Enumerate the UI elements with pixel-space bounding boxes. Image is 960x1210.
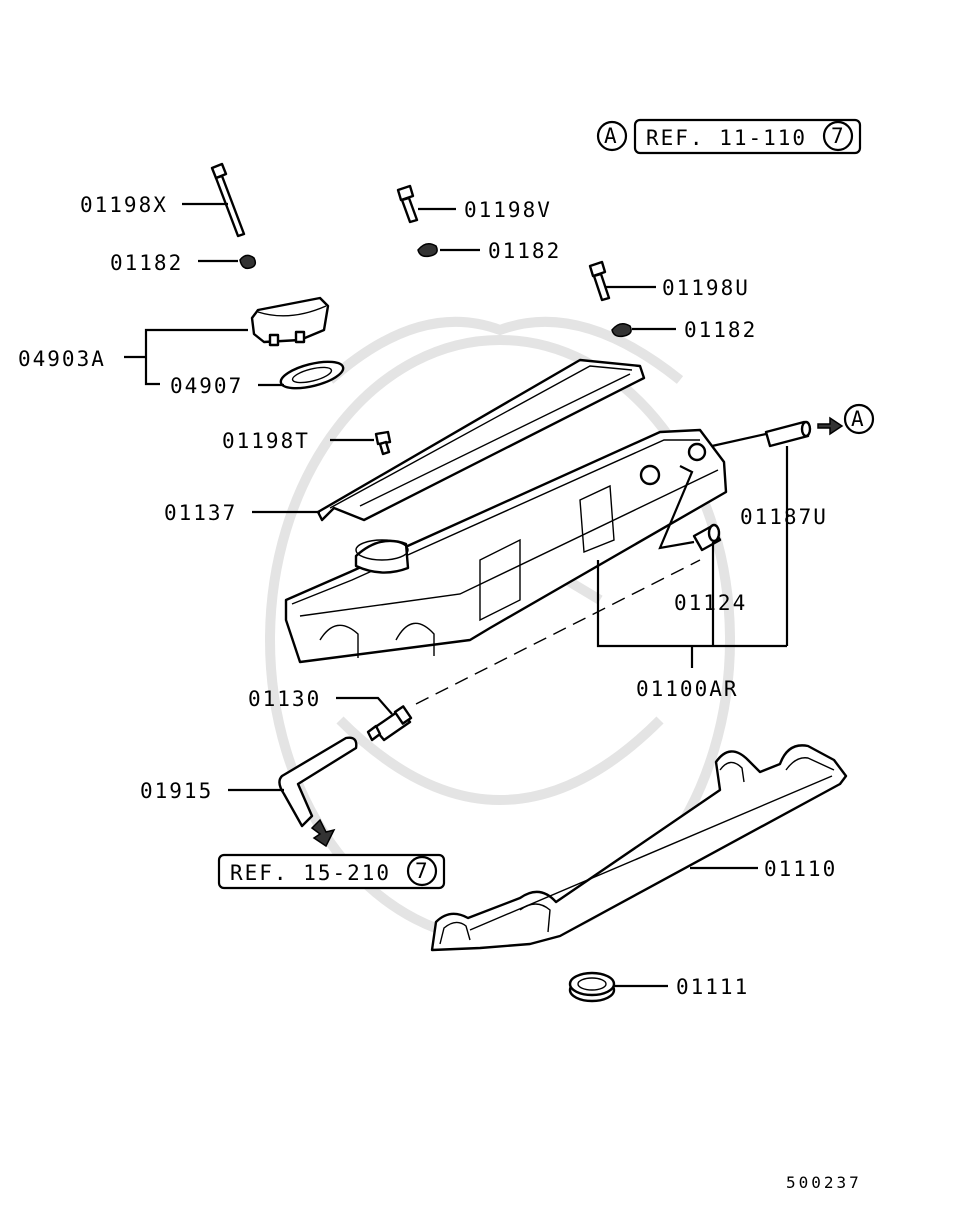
arrow-to-ref-15-210 xyxy=(310,818,336,848)
diagram-code: 500237 xyxy=(786,1173,862,1192)
spark-plug-seal-01111[interactable] xyxy=(568,971,616,1003)
callout-01198u: 01198U xyxy=(662,276,750,300)
callout-01198v: 01198V xyxy=(464,198,552,222)
callout-01111: 01111 xyxy=(676,975,749,999)
ref-marker-a-right: A xyxy=(851,407,866,431)
grommet-01124[interactable] xyxy=(692,523,722,552)
ref-11-110-circle: 7 xyxy=(831,124,846,148)
callout-01182-right: 01182 xyxy=(684,318,757,342)
callout-01130: 01130 xyxy=(248,687,321,711)
ref-marker-a-top: A xyxy=(604,124,619,148)
bolt-01198v[interactable] xyxy=(396,184,419,224)
callout-01124: 01124 xyxy=(674,591,747,615)
ref-15-210-circle: 7 xyxy=(415,859,430,883)
callout-04903a: 04903A xyxy=(18,347,106,371)
callout-01182-middle: 01182 xyxy=(488,239,561,263)
rocker-cover-gasket-01110[interactable] xyxy=(430,744,848,952)
washer-01182-left[interactable] xyxy=(239,254,257,270)
rocker-cover-01100ar[interactable] xyxy=(284,428,728,664)
ref-15-210-text: REF. 15-210 xyxy=(230,861,391,885)
ref-11-110-label[interactable]: A REF. 11-110 7 xyxy=(596,118,862,155)
ref-11-110-text: REF. 11-110 xyxy=(646,126,807,150)
pcv-hose-01915[interactable] xyxy=(278,736,358,828)
callout-01915: 01915 xyxy=(140,779,213,803)
filler-cap-gasket-04907[interactable] xyxy=(278,357,345,394)
callout-04907: 04907 xyxy=(170,374,243,398)
ref-15-210-label[interactable]: REF. 15-210 7 xyxy=(217,853,446,890)
callout-01187u: 01187U xyxy=(740,505,828,529)
oil-filler-cap-04903a[interactable] xyxy=(250,296,330,347)
callout-01182-left: 01182 xyxy=(110,251,183,275)
bolt-01198x[interactable] xyxy=(210,162,246,238)
hose-01187u[interactable] xyxy=(764,420,812,448)
callout-01110: 01110 xyxy=(764,857,837,881)
callout-01198t: 01198T xyxy=(222,429,310,453)
pcv-valve-01130[interactable] xyxy=(366,705,413,742)
cover-plate-01137[interactable] xyxy=(316,358,646,522)
callout-01100ar: 01100AR xyxy=(636,677,739,701)
washer-01182-middle[interactable] xyxy=(417,243,438,258)
callout-01198x: 01198X xyxy=(80,193,168,217)
bolt-01198u[interactable] xyxy=(588,260,611,302)
bolt-01198t[interactable] xyxy=(374,430,392,456)
washer-01182-right[interactable] xyxy=(611,323,632,338)
callout-01137: 01137 xyxy=(164,501,237,525)
arrow-to-ref-a xyxy=(817,416,844,436)
